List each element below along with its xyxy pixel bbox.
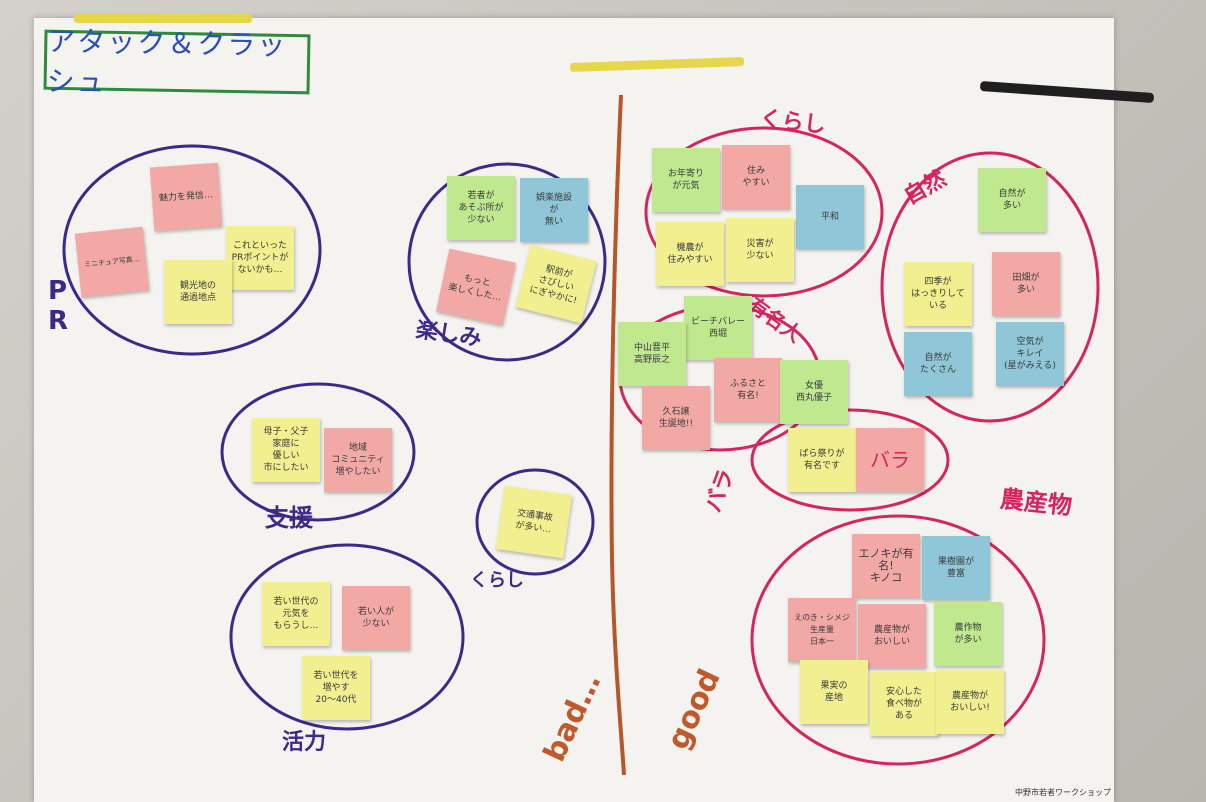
- sticky-note: 平和: [796, 185, 864, 249]
- sticky-note: 娯楽施設 が 無い: [520, 178, 588, 242]
- sticky-note: 若い世代を 増やす 20〜40代: [302, 656, 370, 720]
- sticky-note: 農産物が おいしい: [858, 604, 926, 668]
- sticky-note: 若い人が 少ない: [342, 586, 410, 650]
- sticky-note: 災害が 少ない: [726, 218, 794, 282]
- sticky-note: えのき・シメジ 生産量 日本一: [788, 598, 856, 662]
- sticky-note: ビーチバレー 西堀: [684, 296, 752, 360]
- sticky-note: 果実の 産地: [800, 660, 868, 724]
- sticky-note: これといった PRポイントが ないかも…: [226, 226, 294, 290]
- footer-caption: 中野市若者ワークショップ: [1015, 788, 1111, 797]
- sticky-note: 安心した 食べ物が ある: [870, 672, 938, 736]
- label-kurashi-right: くらし: [758, 106, 827, 139]
- board-title: アタック＆クラッシュ: [46, 24, 288, 99]
- label-shien: 支援: [265, 504, 313, 532]
- sticky-note: 魅力を発信…: [149, 162, 223, 232]
- sticky-note: ふるさと 有名!: [714, 358, 782, 422]
- sticky-note: 自然が 多い: [978, 168, 1046, 232]
- sticky-note: 観光地の 通過地点: [164, 260, 232, 324]
- label-pr: P R: [48, 276, 69, 336]
- board-title-box: アタック＆クラッシュ: [43, 25, 311, 99]
- sticky-note: 地域 コミュニティ 増やしたい: [324, 428, 392, 492]
- sticky-note: 若い世代の 元気を もらうし…: [262, 582, 330, 646]
- sticky-note: 農産物が おいしい!: [936, 670, 1004, 734]
- sticky-note: もっと 楽しくした…: [436, 248, 516, 326]
- sticky-note: エノキが有名! キノコ: [852, 534, 920, 598]
- sticky-note: ミニチュア写真…: [74, 226, 150, 298]
- label-katsuryoku: 活力: [282, 730, 327, 755]
- sticky-note: 果樹園が 豊富: [922, 536, 990, 600]
- sticky-note: 交通事故 が多い…: [495, 485, 573, 559]
- sticky-note: 若者が あそぶ所が 少ない: [447, 176, 515, 240]
- sticky-note: 母子・父子 家庭に 優しい 市にしたい: [252, 418, 320, 482]
- yellow-tape: [74, 14, 252, 23]
- sticky-note: 機農が 住みやすい: [656, 222, 724, 286]
- label-kurashi-left: くらし: [470, 570, 524, 591]
- sticky-note: バラ: [856, 428, 924, 492]
- sticky-note: 自然が たくさん: [904, 332, 972, 396]
- sticky-note: 田畑が 多い: [992, 252, 1060, 316]
- sticky-note: ばら祭りが 有名です: [788, 428, 856, 492]
- sticky-note: 女優 西丸優子: [780, 360, 848, 424]
- sticky-note: 空気が キレイ (星がみえる): [996, 322, 1064, 386]
- sticky-note: 住み やすい: [722, 145, 790, 209]
- sticky-note: 四季が はっきりしている: [904, 262, 972, 326]
- sticky-note: 久石譲 生誕地!!: [642, 386, 710, 450]
- sticky-note: 農作物 が多い: [934, 602, 1002, 666]
- sticky-note: お年寄り が元気: [652, 148, 720, 212]
- sticky-note: 中山晋平 高野辰之: [618, 322, 686, 386]
